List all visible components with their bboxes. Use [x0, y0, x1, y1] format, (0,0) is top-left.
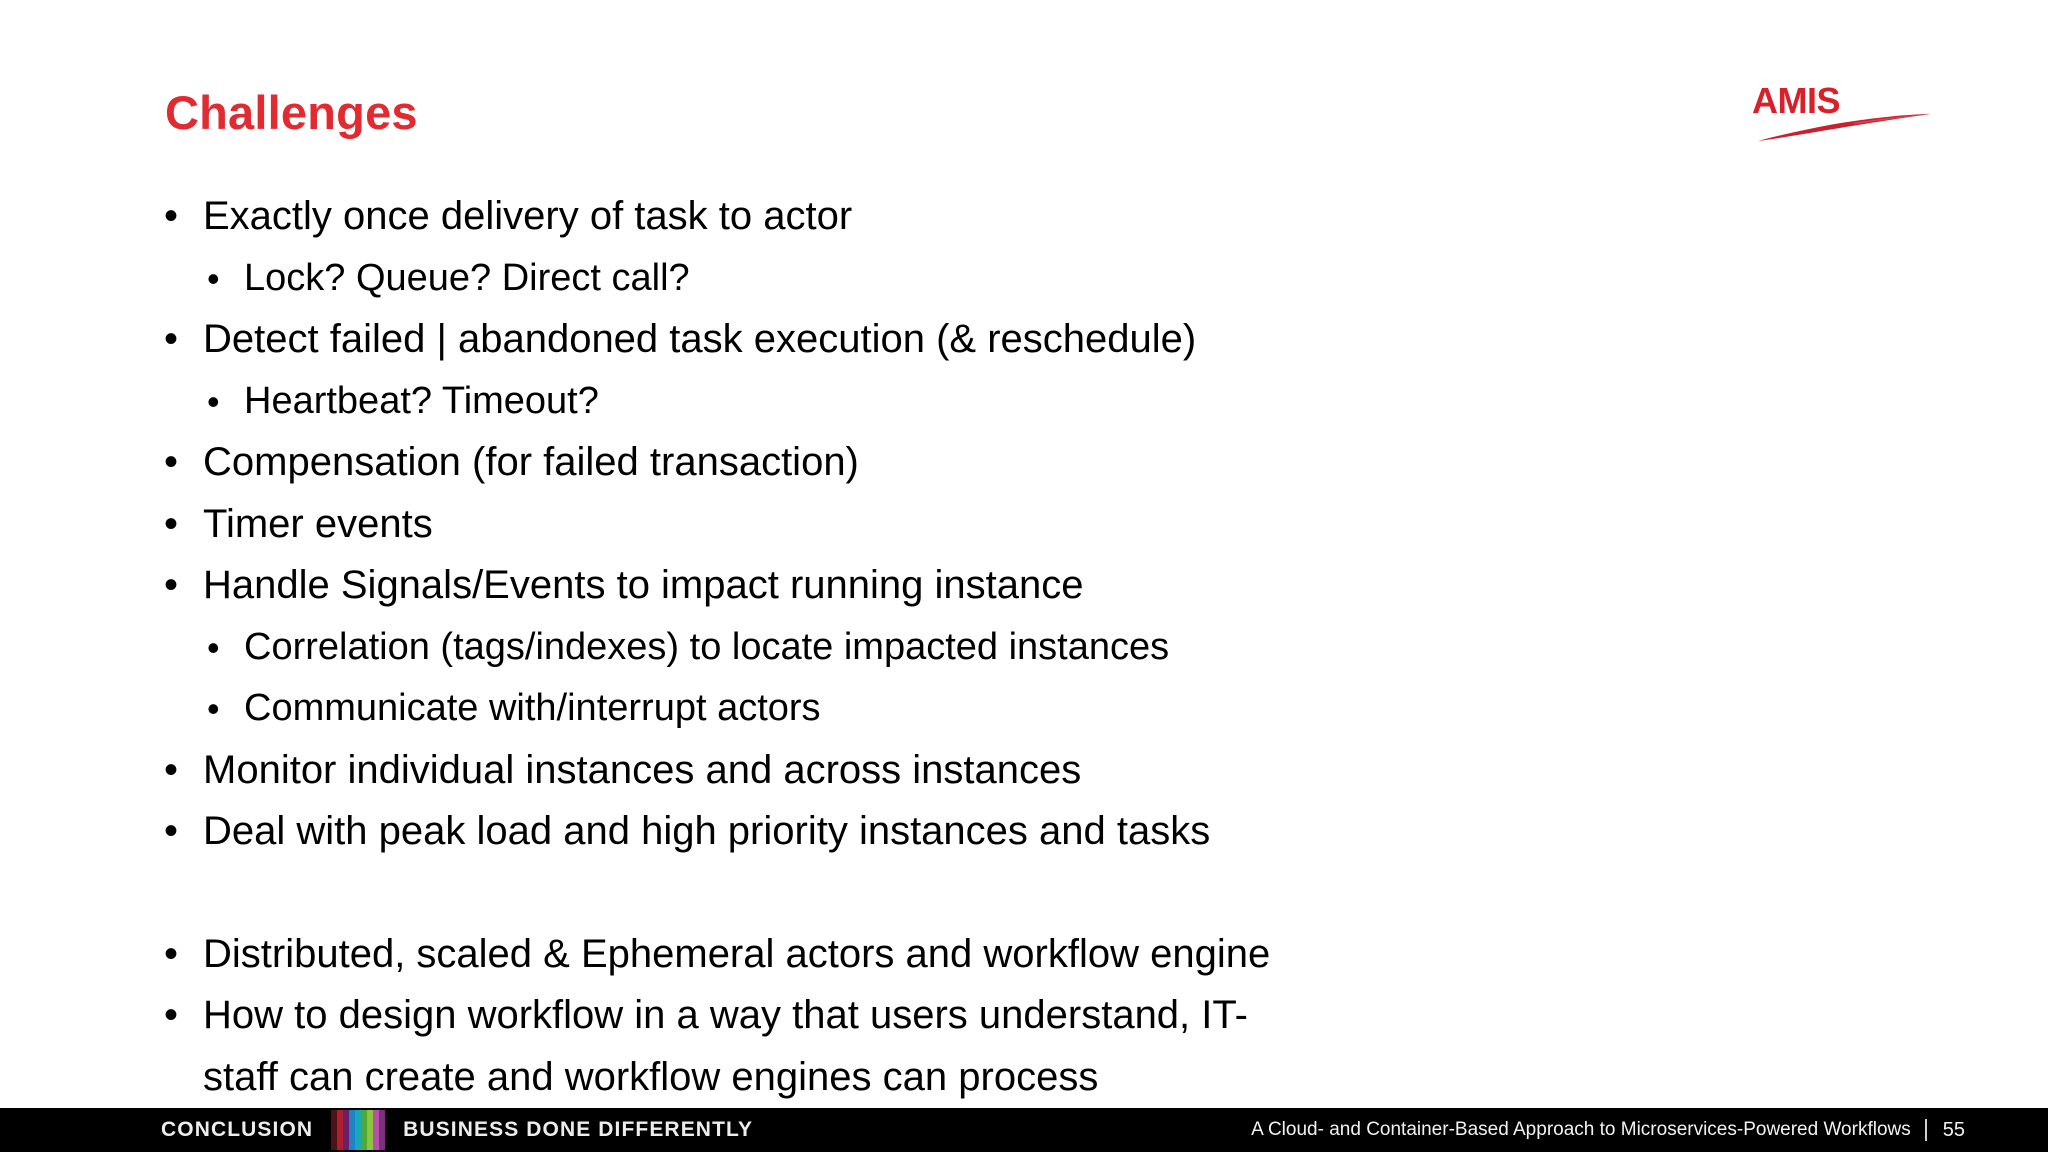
list-item: • Heartbeat? Timeout? — [0, 371, 2048, 433]
bullet-marker-icon: • — [164, 501, 179, 546]
list-item-label: Detect failed | abandoned task execution… — [203, 317, 1197, 361]
footer-section-label: CONCLUSION — [161, 1118, 314, 1141]
list-item: • Communicate with/interrupt actors — [0, 678, 2048, 740]
list-item: • Compensation (for failed transaction) — [0, 432, 2048, 494]
footer-left-group: CONCLUSION BUSINESS DONE DIFFERENTLY — [161, 1108, 753, 1152]
bullet-marker-icon: • — [164, 317, 179, 361]
list-item: • Correlation (tags/indexes) to locate i… — [0, 617, 2048, 679]
list-item-label: How to design workflow in a way that use… — [203, 993, 1248, 1099]
list-item-label: Exactly once delivery of task to actor — [203, 194, 853, 238]
list-item-label: Handle Signals/Events to impact running … — [203, 563, 1084, 607]
list-item-label: Compensation (for failed transaction) — [203, 440, 859, 484]
list-item-label: Distributed, scaled & Ephemeral actors a… — [203, 931, 1271, 976]
amis-logo-text: AMIS — [1752, 80, 1841, 121]
list-item: • Timer events — [0, 494, 2048, 556]
slide-footer: CONCLUSION BUSINESS DONE DIFFERENTLY A C… — [0, 1108, 2048, 1152]
brand-color-bars-icon — [331, 1110, 386, 1150]
list-item: • Monitor individual instances and acros… — [0, 740, 2048, 802]
bullet-marker-icon: • — [164, 931, 179, 976]
bullet-marker-icon: • — [164, 809, 179, 853]
bullet-marker-icon: • — [164, 563, 179, 607]
list-item-label: Heartbeat? Timeout? — [244, 379, 599, 422]
page-title: Challenges — [165, 86, 418, 139]
list-item-label: Lock? Queue? Direct call? — [244, 256, 690, 299]
list-item-label: Monitor individual instances and across … — [203, 747, 1082, 792]
list-item: • How to design workflow in a way that u… — [0, 985, 2048, 1108]
bullet-marker-icon: • — [164, 747, 179, 792]
footer-deck-title: A Cloud- and Container-Based Approach to… — [1251, 1119, 1911, 1140]
amis-logo-swoosh-icon — [1758, 113, 1931, 141]
bullet-marker-icon: • — [164, 194, 179, 238]
bullet-marker-icon: • — [207, 380, 220, 422]
list-spacer — [0, 863, 2048, 924]
list-item-label: Timer events — [203, 501, 433, 546]
list-item-label: Correlation (tags/indexes) to locate imp… — [244, 625, 1170, 668]
list-item: • Distributed, scaled & Ephemeral actors… — [0, 924, 2048, 986]
list-item-label: Communicate with/interrupt actors — [244, 687, 821, 729]
bullet-list: • Exactly once delivery of task to actor… — [0, 186, 2048, 1108]
bullet-marker-icon: • — [207, 688, 220, 729]
list-item: • Lock? Queue? Direct call? — [0, 248, 2048, 310]
footer-page-number: 55 — [1942, 1118, 1965, 1141]
footer-right-group: A Cloud- and Container-Based Approach to… — [1251, 1108, 2048, 1152]
bullet-marker-icon: • — [164, 993, 179, 1037]
bullet-marker-icon: • — [207, 626, 220, 668]
bullet-marker-icon: • — [164, 440, 179, 484]
list-item: • Exactly once delivery of task to actor — [0, 186, 2048, 248]
list-item: • Handle Signals/Events to impact runnin… — [0, 555, 2048, 617]
footer-divider — [1924, 1119, 1927, 1141]
amis-logo: AMIS — [1752, 80, 1932, 142]
list-item: • Deal with peak load and high priority … — [0, 801, 2048, 863]
list-item: • Detect failed | abandoned task executi… — [0, 309, 2048, 371]
bullet-marker-icon: • — [207, 257, 220, 299]
footer-tagline: BUSINESS DONE DIFFERENTLY — [403, 1118, 754, 1141]
list-item-label: Deal with peak load and high priority in… — [203, 809, 1211, 853]
